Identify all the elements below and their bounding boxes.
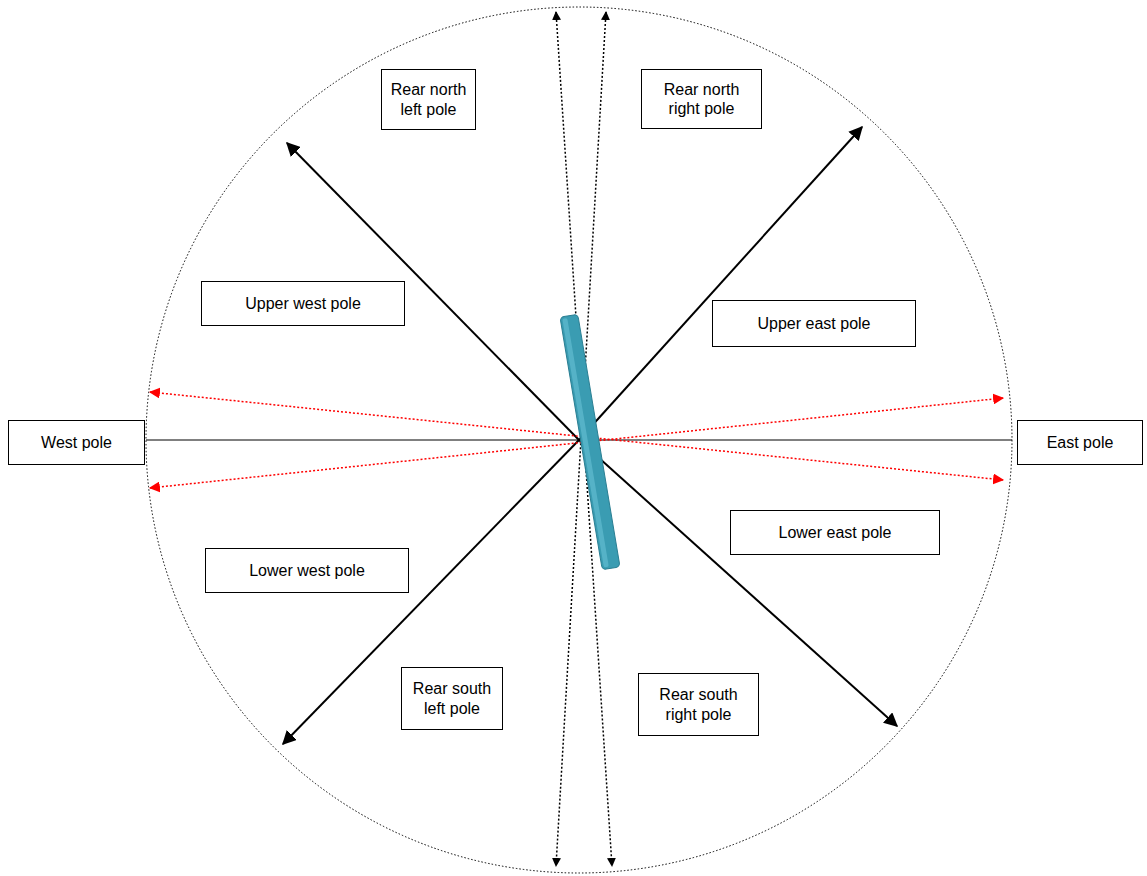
pole-label: Lower east pole [779, 523, 892, 542]
tilted-disc [560, 314, 620, 569]
pole-label: Upper west pole [245, 294, 361, 313]
pole-label: Rear north left pole [390, 80, 467, 118]
diagonal-arrow [579, 127, 862, 440]
boundary-circle [146, 7, 1012, 873]
pole-label-box: East pole [1017, 420, 1143, 465]
pole-label: Lower west pole [249, 561, 365, 580]
pole-label: Rear north right pole [650, 80, 753, 118]
pole-label-box: Upper west pole [201, 281, 405, 326]
pole-label-box: Lower east pole [730, 510, 940, 555]
pole-label-box: West pole [8, 420, 145, 465]
pole-label-box: Rear south left pole [401, 667, 503, 730]
pole-label-box: Upper east pole [712, 300, 916, 347]
pole-label: Rear south left pole [410, 679, 494, 717]
pole-label-box: Rear south right pole [638, 673, 759, 736]
pole-label-box: Rear north right pole [641, 69, 762, 129]
pole-label: Rear south right pole [647, 685, 750, 723]
pole-label: East pole [1047, 433, 1114, 452]
pole-label-box: Lower west pole [205, 548, 409, 593]
pole-label: Upper east pole [758, 314, 871, 333]
pole-label: West pole [41, 433, 112, 452]
pole-label-box: Rear north left pole [381, 69, 476, 130]
